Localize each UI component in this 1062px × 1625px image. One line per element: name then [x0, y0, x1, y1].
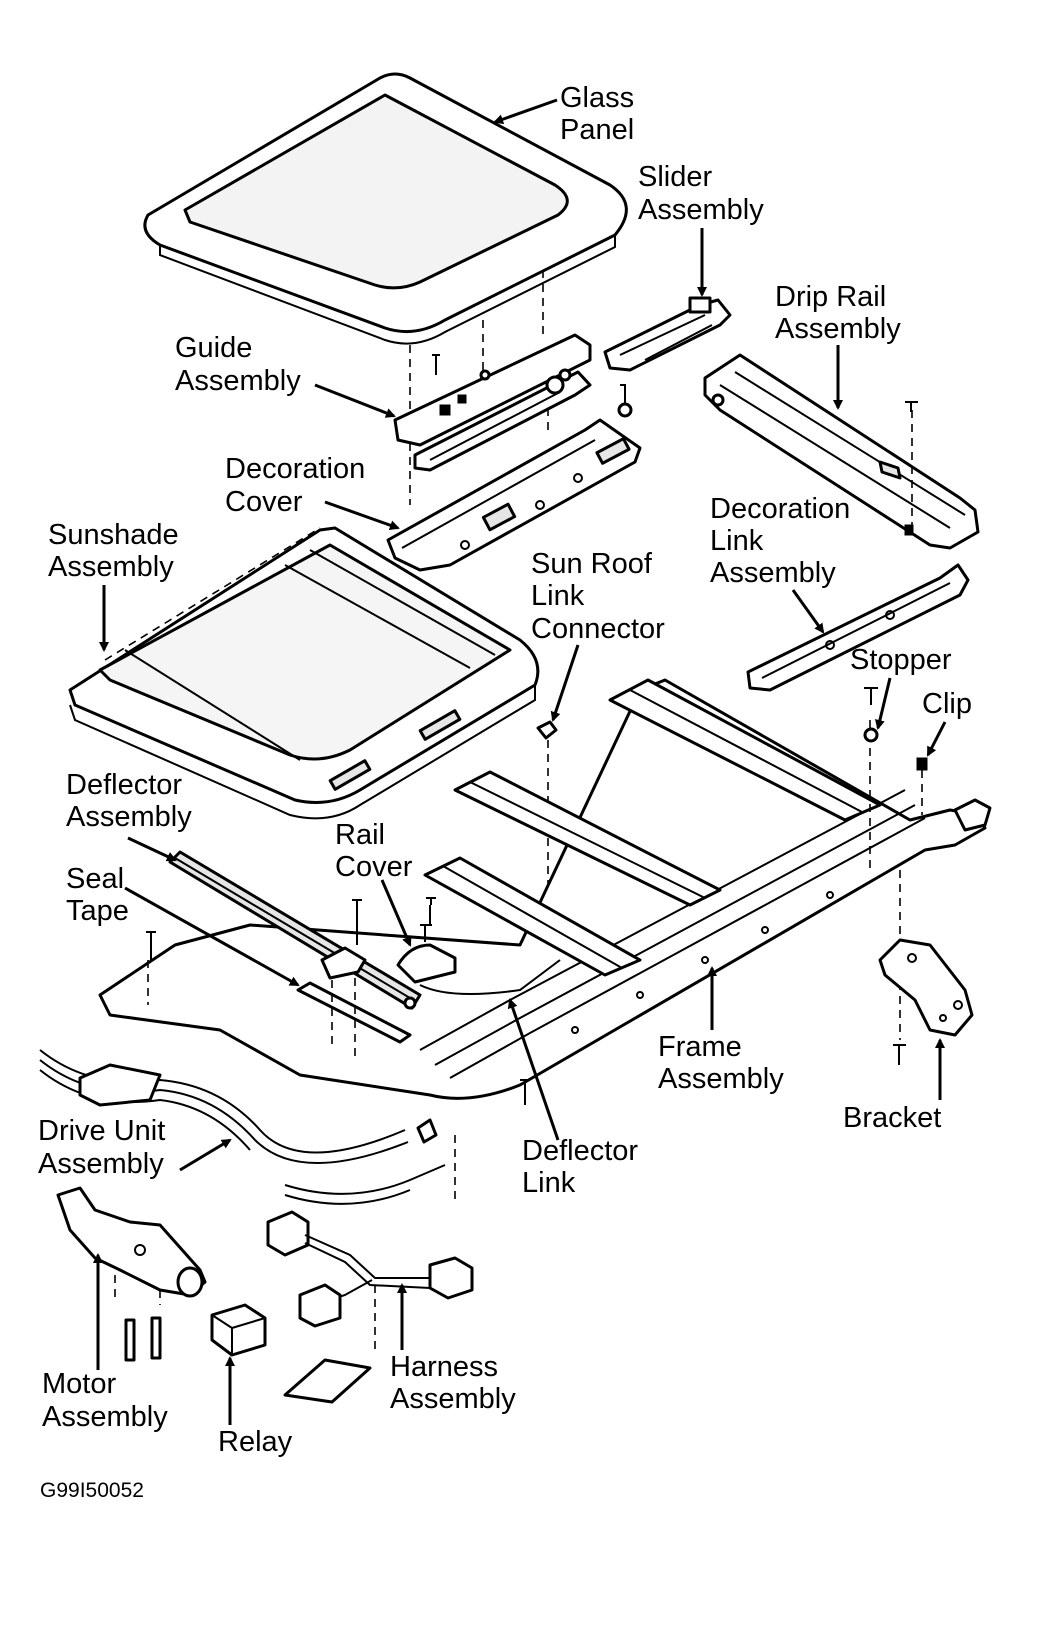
label-harness-assembly: Harness Assembly — [390, 1351, 516, 1415]
label-deflector-assembly: Deflector Assembly — [66, 769, 192, 833]
label-sun-roof-link-connector: Sun Roof Link Connector — [531, 548, 665, 645]
seal-tape-part — [296, 946, 412, 1044]
label-guide-assembly: Guide Assembly — [175, 332, 301, 397]
label-deflector-link: Deflector Link — [522, 1135, 646, 1199]
bracket-part — [878, 938, 974, 1065]
label-decoration-link-assembly: Decoration Link Assembly — [710, 493, 858, 589]
rail-cover-part — [396, 905, 457, 984]
glass-panel-part — [143, 72, 628, 345]
decoration-cover-part — [386, 418, 642, 572]
motor-assembly-part — [56, 1186, 207, 1362]
label-motor-assembly: Motor Assembly — [42, 1368, 168, 1433]
slider-assembly-part — [603, 296, 732, 372]
label-drive-unit-assembly: Drive Unit Assembly — [38, 1115, 173, 1180]
decoration-link-assembly-part — [746, 563, 970, 692]
label-drip-rail-assembly: Drip Rail Assembly — [775, 281, 901, 345]
relay-part — [210, 1303, 267, 1357]
clip-part — [916, 757, 928, 771]
harness-assembly-part — [266, 1210, 474, 1404]
label-rail-cover: Rail Cover — [335, 819, 413, 883]
label-sunshade-assembly: Sunshade Assembly — [48, 519, 187, 583]
label-seal-tape: Seal Tape — [66, 863, 132, 927]
label-decoration-cover: Decoration Cover — [225, 453, 373, 518]
guide-assembly-part — [393, 333, 633, 472]
label-clip: Clip — [922, 688, 972, 720]
label-stopper: Stopper — [850, 644, 952, 676]
leader-arrows — [93, 98, 947, 1425]
drive-unit-assembly-part — [39, 1049, 446, 1205]
figure-code: G99I50052 — [40, 1479, 144, 1502]
label-glass-panel: Glass Panel — [560, 82, 642, 146]
label-frame-assembly: Frame Assembly — [658, 1031, 784, 1095]
guide-screws — [432, 354, 491, 381]
label-bracket: Bracket — [843, 1102, 941, 1134]
label-relay: Relay — [218, 1426, 293, 1458]
sun-roof-link-connector-part — [536, 720, 558, 740]
sunshade-assembly-part — [68, 526, 540, 820]
stopper-part — [863, 687, 879, 743]
label-slider-assembly: Slider Assembly — [638, 161, 764, 226]
drip-rail-assembly-part — [703, 353, 980, 550]
